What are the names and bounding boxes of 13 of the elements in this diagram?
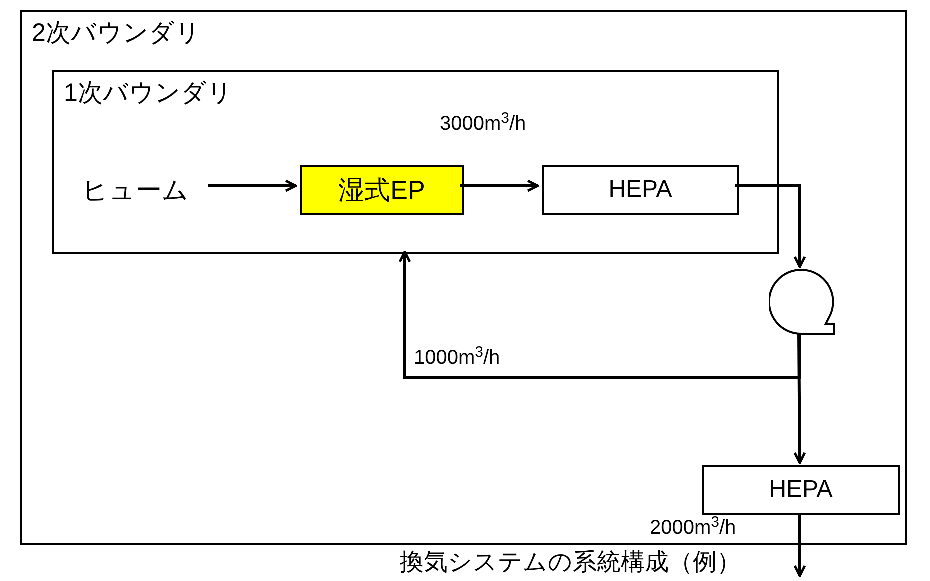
caption: 換気システムの系統構成（例） [400,548,741,578]
process-box: 湿式EP [300,165,464,215]
arrow [398,250,802,380]
flow-rate-label: 3000m$^{3}$/h [440,112,526,137]
filter-box: HEPA [702,465,900,515]
arrow [208,180,298,192]
arrow [794,513,806,578]
source-label: ヒューム [82,172,212,208]
arrow [460,180,540,192]
arrow [794,332,806,464]
fan-symbol [769,269,835,335]
filter-box: HEPA [542,165,739,215]
arrow [735,184,806,268]
